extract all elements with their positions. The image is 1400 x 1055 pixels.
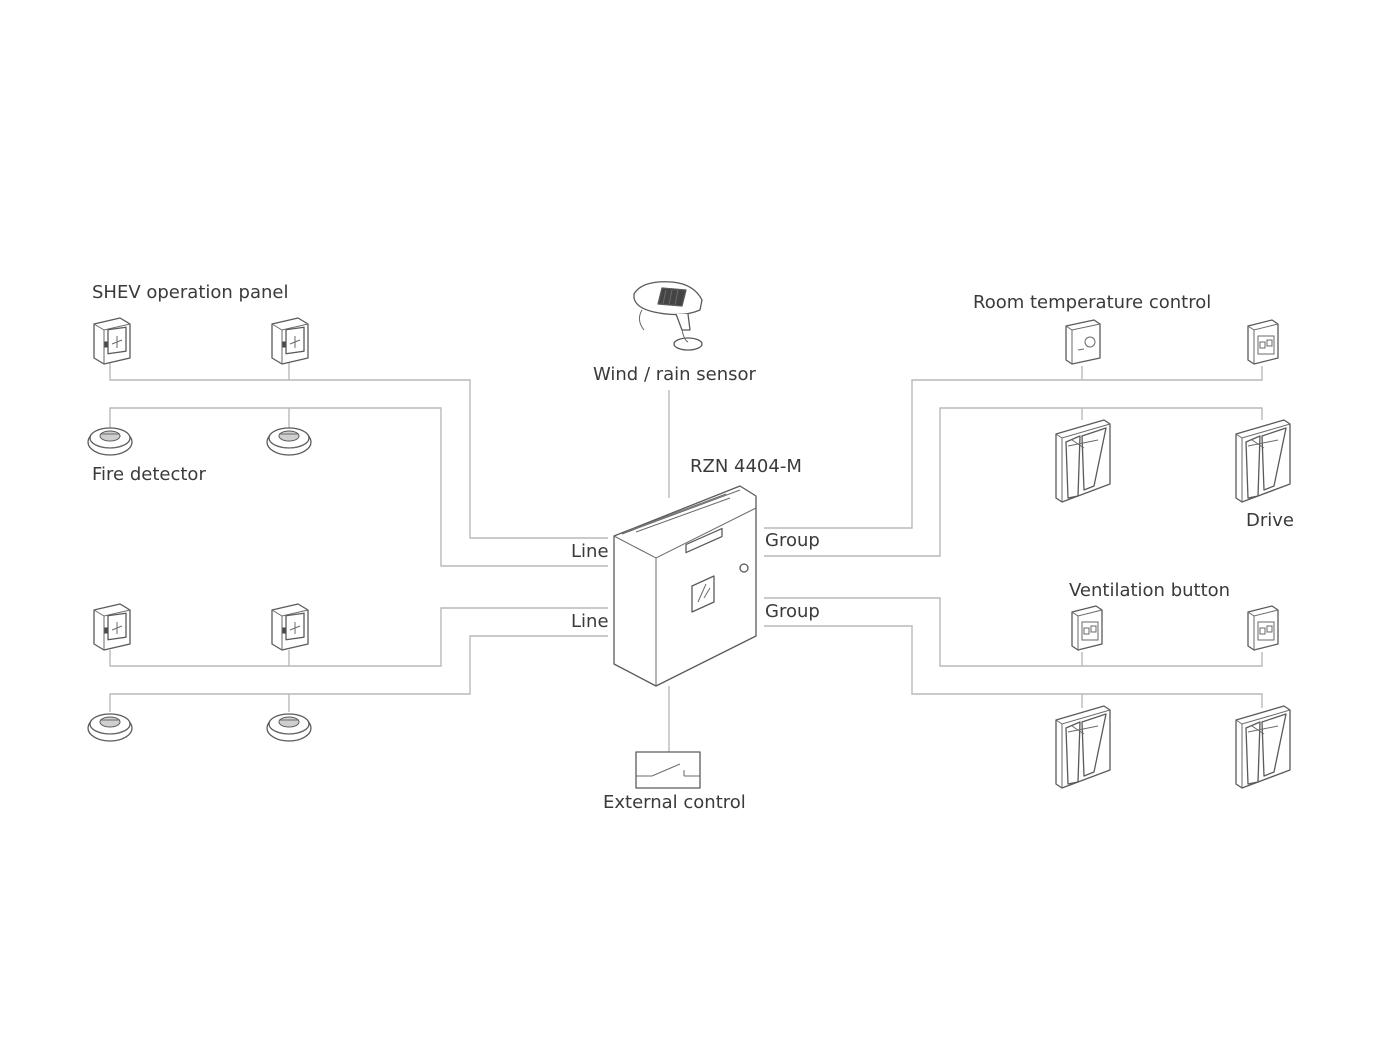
window-drive-icon	[1055, 705, 1111, 789]
wire-vent-button	[764, 597, 1263, 667]
wire-drive-row1	[764, 407, 1263, 557]
shev-panel-label: SHEV operation panel	[92, 282, 289, 303]
wind-rain-sensor-label: Wind / rain sensor	[593, 364, 756, 385]
line-label-bottom: Line	[571, 611, 609, 632]
fire-detector-icon	[266, 713, 312, 742]
controller-box-icon	[613, 485, 757, 687]
wind-rain-sensor-icon	[633, 281, 703, 351]
wire-shev-row2	[109, 607, 608, 667]
wire-fire-row1	[109, 407, 608, 567]
shev-panel-icon	[93, 317, 131, 365]
fire-detector-icon	[87, 427, 133, 456]
window-drive-icon	[1055, 419, 1111, 503]
wire-room-temp	[764, 366, 1263, 529]
external-control-label: External control	[603, 792, 746, 813]
wire-fire-row2	[109, 635, 608, 712]
line-label-top: Line	[571, 541, 609, 562]
room-temp-label: Room temperature control	[973, 292, 1212, 313]
group-label-top: Group	[765, 530, 820, 551]
shev-panel-icon	[271, 603, 309, 651]
fire-detector-label: Fire detector	[92, 464, 206, 485]
group-label-bottom: Group	[765, 601, 820, 622]
wire-shev-row1	[109, 362, 608, 539]
ventilation-switch-icon	[1071, 605, 1103, 651]
fire-detector-icon	[266, 427, 312, 456]
controller-label: RZN 4404-M	[690, 456, 802, 477]
drive-label: Drive	[1246, 510, 1294, 531]
ventilation-switch-icon	[1247, 319, 1279, 365]
fire-detector-icon	[87, 713, 133, 742]
ventilation-switch-icon	[1247, 605, 1279, 651]
external-switch-icon	[635, 751, 701, 789]
ventilation-button-label: Ventilation button	[1069, 580, 1231, 601]
window-drive-icon	[1235, 705, 1291, 789]
shev-panel-icon	[271, 317, 309, 365]
window-drive-icon	[1235, 419, 1291, 503]
shev-panel-icon	[93, 603, 131, 651]
room-thermostat-icon	[1065, 319, 1101, 365]
wire-drive-row2	[764, 625, 1263, 708]
wiring	[109, 362, 1263, 752]
